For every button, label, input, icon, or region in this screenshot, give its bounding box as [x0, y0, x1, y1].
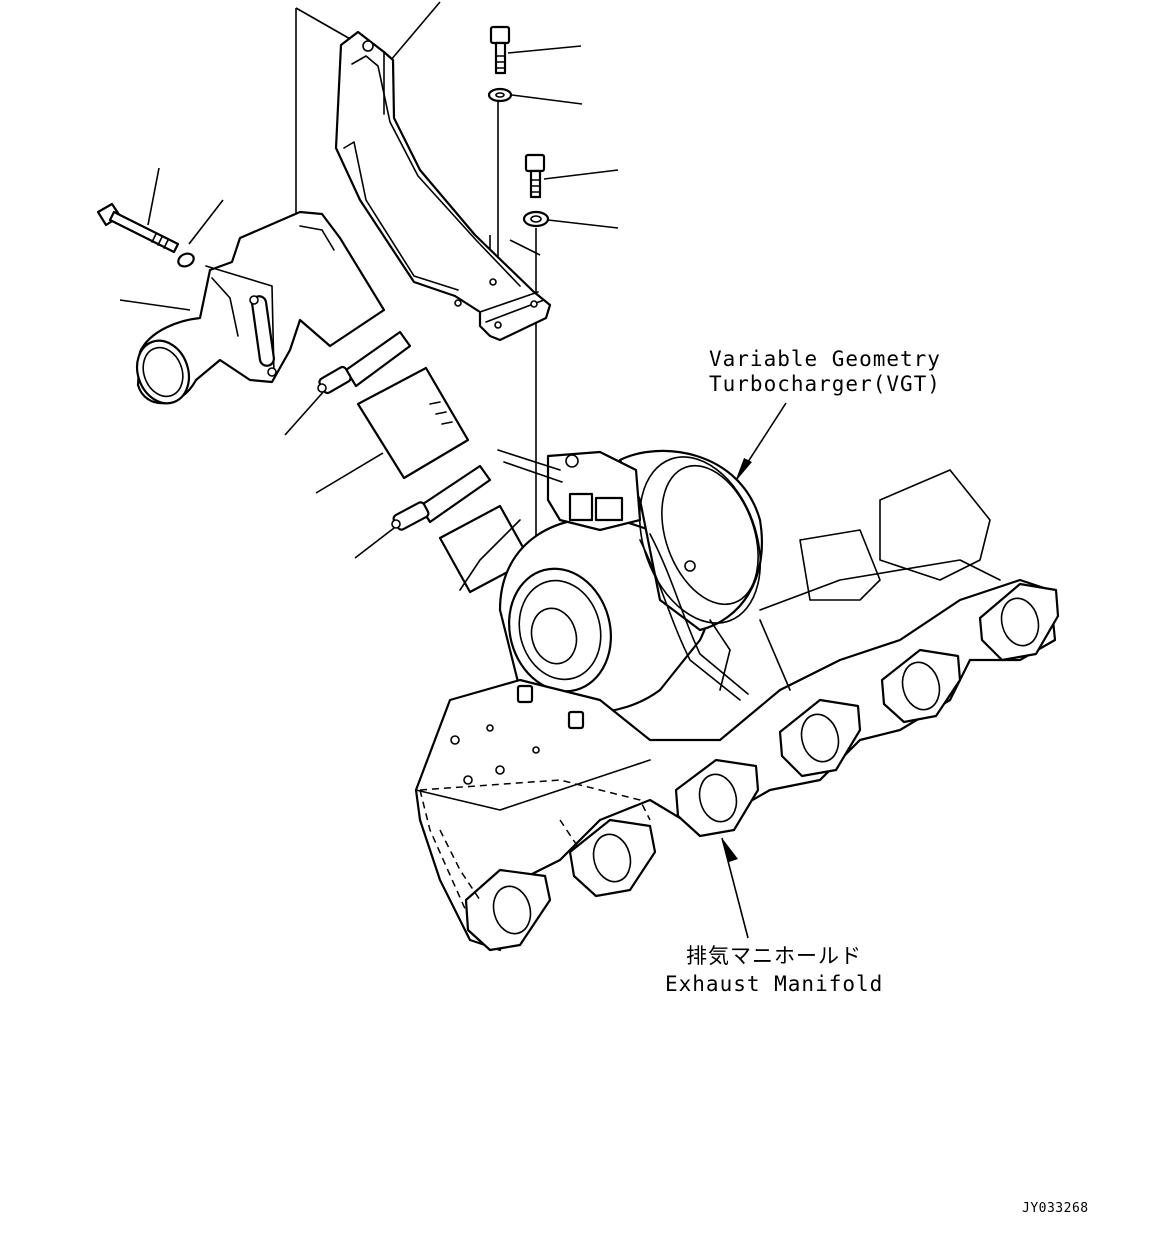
- washer-1: [487, 87, 513, 103]
- label-vgt-line2: Turbocharger(VGT): [709, 372, 941, 396]
- support-bracket: [334, 30, 552, 342]
- manifold-stud-1: [516, 684, 534, 704]
- clamp-hose-upper: [317, 330, 412, 395]
- bracket-foot-hole-1: [454, 299, 462, 307]
- elbow-connector: [135, 210, 386, 405]
- leader-bolt-2: [543, 169, 619, 180]
- bracket-foot-hole-2: [494, 321, 502, 329]
- long-bolt-shank: [108, 210, 180, 254]
- arrowhead-vgt: [735, 458, 752, 482]
- leader-nut: [188, 199, 224, 245]
- leader-clamp-1: [284, 389, 326, 436]
- exhaust-port-4: [778, 698, 862, 778]
- leader-washer-2: [547, 219, 619, 229]
- exhaust-port-1: [464, 868, 552, 952]
- clamp-hose-lower: [391, 464, 492, 531]
- leader-elbow: [119, 299, 191, 311]
- leader-label-sheet: [315, 452, 384, 494]
- bracket-foot-hole-4: [489, 278, 497, 286]
- exhaust-port-5: [880, 648, 962, 724]
- label-vgt-line1: Variable Geometry: [709, 347, 941, 371]
- bracket-bolt-hole: [362, 40, 374, 52]
- leader-long-bolt: [147, 167, 160, 226]
- exhaust-port-6: [978, 582, 1060, 662]
- leader-lines: [119, 1, 787, 939]
- leader-clamp-2: [354, 524, 399, 559]
- nut: [177, 252, 195, 268]
- elbow-flange-slot: [251, 295, 275, 367]
- leader-top-diag: [295, 7, 353, 41]
- label-sheet-upper: [356, 366, 470, 480]
- exhaust-manifold: [414, 469, 1060, 952]
- bolt-2-shank: [529, 169, 542, 199]
- manifold-stud-2: [567, 710, 585, 730]
- arrowhead-manifold: [722, 838, 738, 862]
- bolt-1-shank: [494, 41, 507, 75]
- turbo-inlet: [508, 567, 612, 693]
- frame-line-b: [509, 239, 541, 256]
- fasteners-left: [96, 202, 195, 268]
- exhaust-port-2: [568, 818, 657, 898]
- leader-bolt-1: [507, 45, 582, 54]
- label-manifold-en: Exhaust Manifold: [665, 972, 884, 996]
- drawing-code: JY033268: [1022, 1201, 1089, 1216]
- leader-bracket: [384, 1, 441, 68]
- leader-washer-1: [511, 94, 583, 105]
- bolt-2-head: [524, 153, 546, 173]
- turbocharger-vgt: [459, 449, 763, 714]
- exhaust-port-3: [674, 758, 760, 838]
- bracket-foot-hole-3: [530, 300, 538, 308]
- bolt-1-head: [489, 25, 511, 45]
- label-manifold-jp: 排気マニホールド: [686, 944, 862, 968]
- washer-2: [522, 210, 550, 228]
- leader-manifold: [721, 837, 749, 939]
- fasteners-right: [487, 25, 550, 228]
